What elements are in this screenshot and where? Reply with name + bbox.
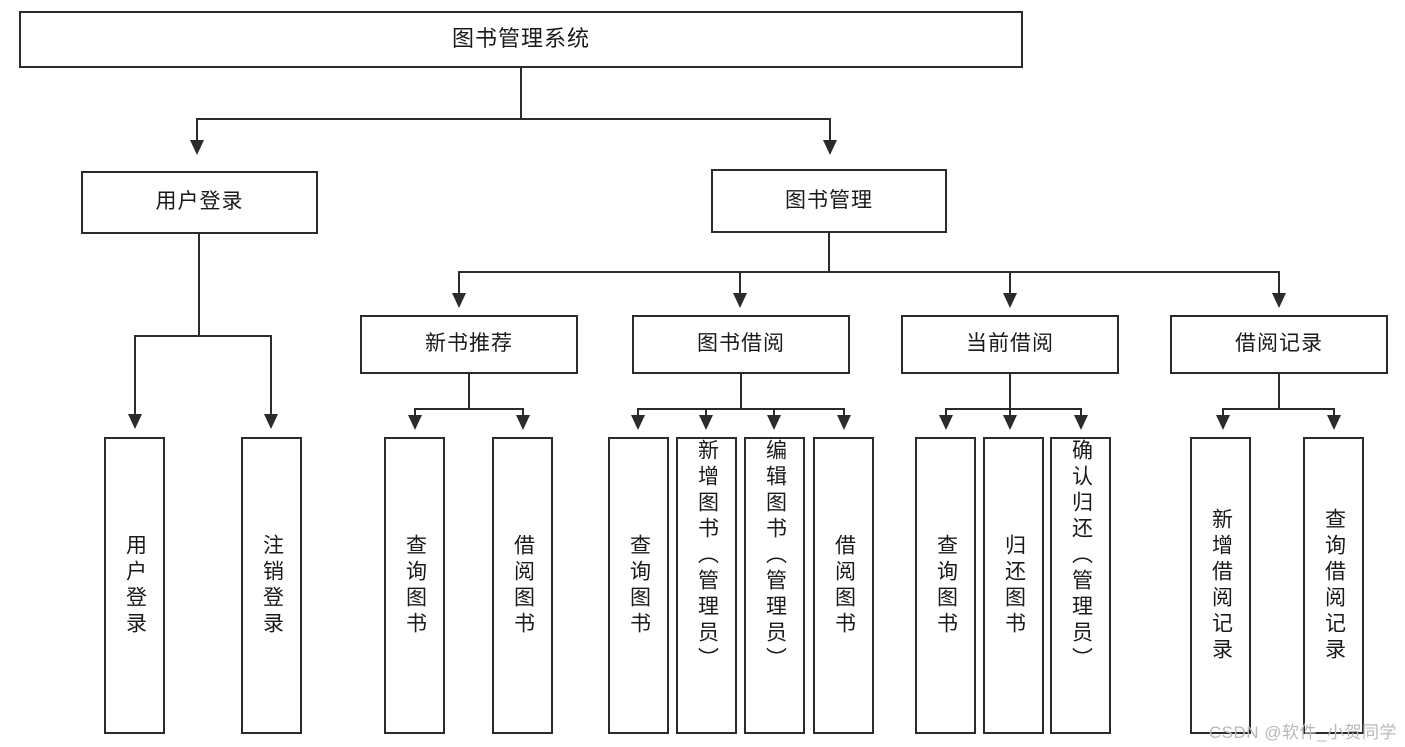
arrow-book-borrow-child-2 [699,415,713,430]
arrow-user-login-child-2 [264,414,278,429]
edge-to-user-login [196,118,198,144]
edge-user-login-child-1 [134,335,136,417]
leaf-new-book-query[interactable]: 查询图书 [384,437,445,734]
edge-user-login-child-2 [270,335,272,417]
arrow-borrow-records-child-1 [1216,415,1230,430]
edge-root-stem [520,68,522,119]
node-label: 借阅图书 [511,533,535,638]
edge-borrow-records-stem [1278,374,1280,410]
edge-current-borrow-child-3 [1080,408,1082,418]
node-label: 注销登录 [260,533,284,638]
edge-book-borrow-bar [637,408,845,410]
arrow-user-login-child-1 [128,414,142,429]
arrow-to-book-manage [823,140,837,155]
node-current-borrow[interactable]: 当前借阅 [901,315,1119,374]
edge-current-borrow-child-1 [945,408,947,418]
node-label: 查询图书 [627,533,651,638]
edge-book-borrow-child-4 [843,408,845,418]
node-root-system[interactable]: 图书管理系统 [19,11,1023,68]
arrow-current-borrow-child-3 [1074,415,1088,430]
edge-borrow-records-child-1 [1222,408,1224,418]
leaf-new-book-borrow[interactable]: 借阅图书 [492,437,553,734]
edge-book-borrow-child-3 [773,408,775,418]
arrow-book-borrow-child-1 [631,415,645,430]
leaf-current-query-book[interactable]: 查询图书 [915,437,976,734]
node-label: 图书借阅 [697,332,785,356]
leaf-user-login[interactable]: 用户登录 [104,437,165,734]
edge-new-book-stem [468,374,470,410]
node-label: 新书推荐 [425,332,513,356]
arrow-borrow-records-child-2 [1327,415,1341,430]
edge-to-borrow-records [1278,271,1280,295]
node-label: 借阅记录 [1235,332,1323,356]
node-label: 图书管理系统 [451,26,590,52]
node-label: 新增借阅记录 [1209,507,1233,664]
node-label: 用户登录 [155,190,244,214]
arrow-to-current-borrow [1003,293,1017,308]
edge-user-login-stem [198,234,200,336]
node-label: 新增图书（管理员） [695,439,719,673]
arrow-new-book-child-2 [516,415,530,430]
node-label: 查询借阅记录 [1322,507,1346,664]
edge-new-book-child-2 [522,408,524,418]
node-label: 用户登录 [123,533,147,638]
node-label: 当前借阅 [966,332,1054,356]
node-label: 借阅图书 [832,533,856,638]
leaf-borrow-query-book[interactable]: 查询图书 [608,437,669,734]
edge-to-book-borrow [739,271,741,295]
edge-level1-bar [196,118,831,120]
arrow-to-user-login [190,140,204,155]
csdn-watermark: CSDN @软件_小贺同学 [1208,723,1397,742]
leaf-borrow-add-book-admin[interactable]: 新增图书（管理员） [676,437,737,734]
leaf-logout[interactable]: 注销登录 [241,437,302,734]
leaf-borrow-edit-book-admin[interactable]: 编辑图书（管理员） [744,437,805,734]
arrow-to-new-book [452,293,466,308]
arrow-book-borrow-child-4 [837,415,851,430]
node-new-book-recommend[interactable]: 新书推荐 [360,315,578,374]
edge-current-borrow-child-2 [1009,408,1011,418]
edge-book-manage-stem [828,233,830,273]
node-label: 图书管理 [785,188,873,212]
node-label: 查询图书 [934,533,958,638]
leaf-current-return-book[interactable]: 归还图书 [983,437,1044,734]
leaf-current-confirm-return-admin[interactable]: 确认归还（管理员） [1050,437,1111,734]
edge-new-book-child-1 [414,408,416,418]
node-user-login[interactable]: 用户登录 [81,171,318,234]
leaf-records-query[interactable]: 查询借阅记录 [1303,437,1364,734]
arrow-new-book-child-1 [408,415,422,430]
node-label: 归还图书 [1002,533,1026,638]
node-label: 编辑图书（管理员） [763,439,787,673]
node-label: 确认归还（管理员） [1069,439,1093,673]
edge-to-current-borrow [1009,271,1011,295]
node-borrow-records[interactable]: 借阅记录 [1170,315,1388,374]
edge-borrow-records-bar [1222,408,1335,410]
arrow-to-book-borrow [733,293,747,308]
edge-to-new-book [458,271,460,295]
node-book-borrow[interactable]: 图书借阅 [632,315,850,374]
edge-borrow-records-child-2 [1333,408,1335,418]
edge-current-borrow-bar [945,408,1082,410]
edge-book-borrow-stem [740,374,742,410]
edge-book-borrow-child-2 [705,408,707,418]
edge-book-borrow-child-1 [637,408,639,418]
arrow-to-borrow-records [1272,293,1286,308]
edge-to-book-manage [829,118,831,144]
node-book-management[interactable]: 图书管理 [711,169,947,233]
edge-user-login-bar [134,335,272,337]
arrow-book-borrow-child-3 [767,415,781,430]
leaf-records-add[interactable]: 新增借阅记录 [1190,437,1251,734]
arrow-current-borrow-child-1 [939,415,953,430]
edge-level2-bar [458,271,1280,273]
node-label: 查询图书 [403,533,427,638]
arrow-current-borrow-child-2 [1003,415,1017,430]
edge-new-book-bar [414,408,524,410]
edge-current-borrow-stem [1009,374,1011,410]
leaf-borrow-borrow-book[interactable]: 借阅图书 [813,437,874,734]
